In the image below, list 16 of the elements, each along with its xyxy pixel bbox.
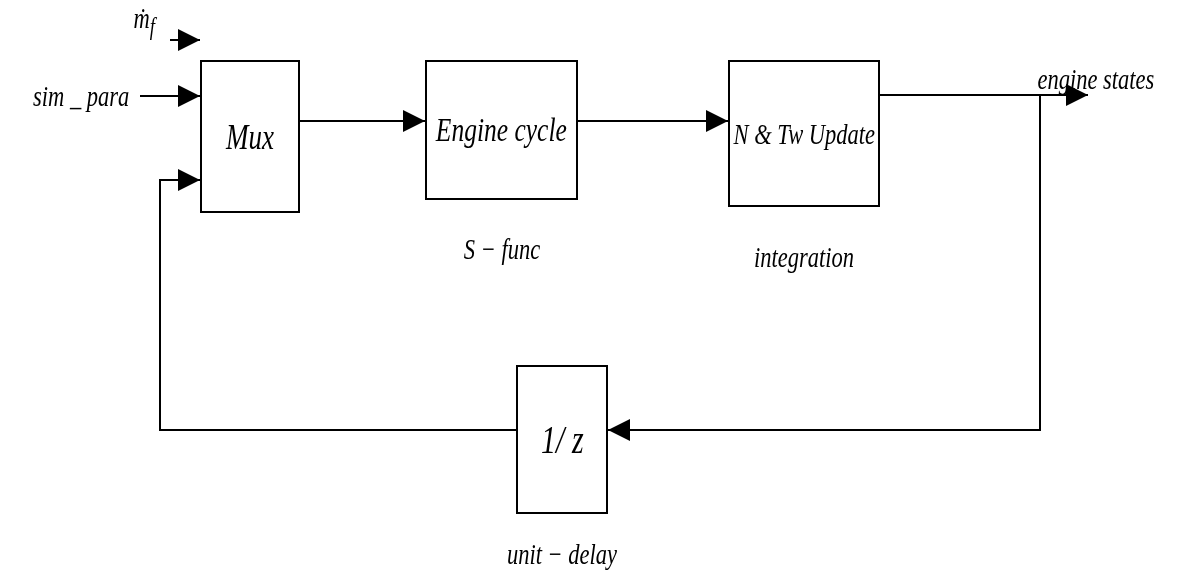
arrow	[159, 169, 517, 431]
block-caption: integration	[754, 240, 854, 273]
arrow	[139, 85, 201, 107]
block-label: N & Tw Update	[733, 116, 875, 151]
signal-label: ṁ$_{f}$	[118, 0, 170, 42]
block-label: Mux	[226, 115, 274, 158]
block-label: Engine cycle	[436, 111, 567, 149]
block-box	[200, 60, 300, 213]
block-caption: S − func	[463, 232, 540, 265]
arrow	[607, 94, 1041, 441]
arrow	[299, 110, 426, 132]
signal-label: sim _ para	[22, 76, 140, 116]
arrow	[169, 29, 201, 51]
block-caption: unit − delay	[506, 537, 618, 570]
arrow	[577, 110, 729, 132]
block-label: 1/ z	[540, 416, 584, 463]
